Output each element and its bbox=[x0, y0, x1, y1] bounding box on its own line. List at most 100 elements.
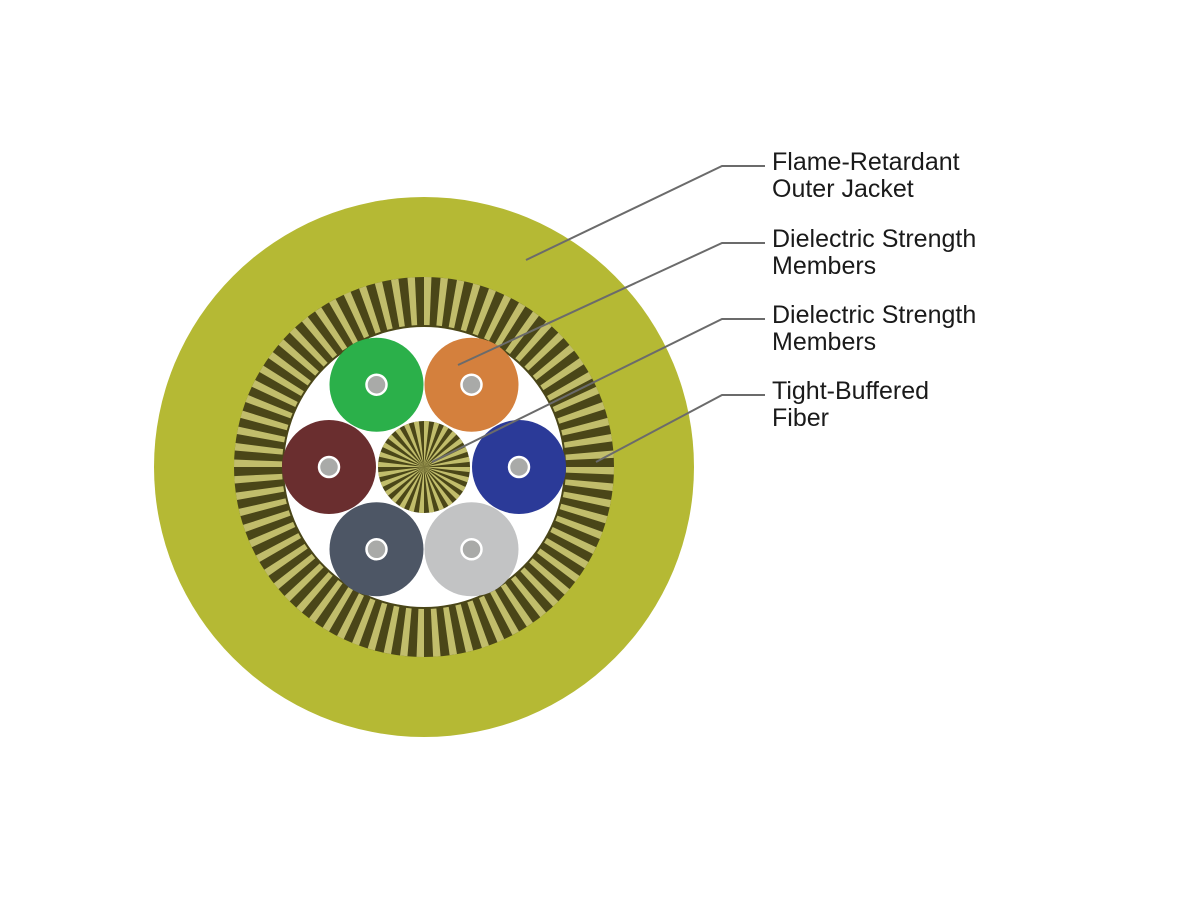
central-member-strand bbox=[424, 467, 470, 473]
strength-yarn-strand bbox=[484, 294, 511, 341]
strength-yarn-strand bbox=[367, 602, 388, 651]
strength-yarn-strand bbox=[284, 563, 324, 602]
strength-yarn-strand bbox=[278, 339, 319, 376]
central-member-strand bbox=[395, 428, 424, 467]
central-member-strand bbox=[424, 447, 468, 467]
strength-yarn-strand bbox=[562, 491, 612, 508]
strength-yarn-strand bbox=[500, 583, 533, 627]
label-strength-members-center: Dielectric Strength Members bbox=[772, 302, 976, 356]
central-member-strand bbox=[408, 467, 424, 512]
strength-yarn-strand bbox=[546, 372, 593, 401]
strength-yarn-strand bbox=[234, 443, 284, 455]
central-member-strand bbox=[388, 434, 424, 467]
slate-fiber-core bbox=[365, 538, 388, 561]
leader-line-strength-members-center bbox=[431, 318, 765, 463]
strength-yarn-strand bbox=[490, 589, 519, 636]
strength-yarn-strand bbox=[430, 608, 441, 657]
strength-yarn-strand bbox=[565, 467, 614, 475]
central-member-strand bbox=[424, 467, 466, 492]
central-member-strand bbox=[424, 467, 460, 500]
strength-yarn-strand bbox=[240, 410, 289, 431]
central-member-strand bbox=[378, 467, 424, 478]
strength-yarn-strand bbox=[455, 604, 474, 653]
central-member-strand bbox=[413, 421, 424, 467]
leader-line-outer-jacket bbox=[525, 165, 765, 261]
central-member-strand bbox=[424, 421, 430, 467]
label-tight-buffered-fiber: Tight-Buffered Fiber bbox=[772, 378, 929, 432]
label-strength-members-outer: Dielectric Strength Members bbox=[772, 226, 976, 280]
strength-yarn-strand bbox=[565, 450, 614, 461]
strength-yarn-strand bbox=[264, 543, 308, 576]
central-member-strand bbox=[424, 431, 457, 467]
orange-fiber-core bbox=[460, 373, 483, 396]
leader-line-strength-members-outer bbox=[457, 242, 765, 366]
strength-yarn-strand bbox=[472, 288, 496, 336]
strength-yarn-strand bbox=[564, 479, 614, 491]
strength-yarn-strand bbox=[255, 533, 302, 562]
strength-yarn-strand bbox=[537, 548, 580, 583]
label-tight-buffered-fiber-line2: Fiber bbox=[772, 404, 829, 432]
strength-yarn-strand bbox=[243, 510, 291, 532]
central-member-strand bbox=[380, 467, 424, 487]
strength-yarn-strand bbox=[555, 515, 603, 539]
central-member-strand bbox=[424, 438, 463, 467]
brown-fiber-core bbox=[317, 455, 341, 479]
central-member-strand bbox=[424, 425, 449, 467]
leader-lines bbox=[431, 165, 765, 463]
strength-yarn-strand bbox=[552, 386, 600, 413]
strength-yarn-strand bbox=[448, 279, 465, 329]
strength-yarn-strand bbox=[529, 558, 570, 595]
strength-yarn-strand bbox=[315, 307, 348, 351]
strength-yarn-strand bbox=[443, 606, 457, 656]
strength-yarn-strand bbox=[296, 572, 333, 613]
strength-yarn-strand bbox=[238, 498, 287, 517]
strength-yarn-strand bbox=[544, 538, 589, 569]
strength-yarn-strand bbox=[322, 587, 353, 632]
strength-yarn-strand bbox=[359, 286, 381, 334]
central-member-strand bbox=[424, 456, 470, 467]
strength-yarn-strand bbox=[391, 278, 405, 328]
strength-yarn-strand bbox=[234, 459, 283, 467]
strength-yarn-strand bbox=[505, 311, 540, 354]
central-member-strand bbox=[391, 467, 424, 503]
central-member-strand bbox=[385, 467, 424, 496]
central-member-strand bbox=[378, 461, 424, 467]
strength-yarn-strand bbox=[245, 395, 293, 419]
central-strength-member bbox=[378, 421, 470, 513]
strength-yarn-strand bbox=[416, 608, 424, 657]
strength-yarn-strand bbox=[273, 553, 316, 590]
strength-yarn-strand bbox=[374, 281, 393, 330]
central-member-strand bbox=[379, 451, 424, 467]
strength-yarn-strand bbox=[540, 358, 584, 391]
strength-yarn-strand bbox=[383, 605, 400, 655]
strength-yarn-strand bbox=[478, 595, 505, 643]
strength-yarn-strand bbox=[557, 402, 605, 424]
label-strength-members-center-line1: Dielectric Strength bbox=[772, 301, 977, 329]
central-member-strand bbox=[404, 423, 424, 467]
strength-yarn-strand bbox=[248, 521, 296, 548]
strength-yarn-strand bbox=[301, 316, 338, 359]
strength-yarn-strand bbox=[407, 277, 418, 326]
central-member-strand bbox=[424, 467, 444, 511]
strength-yarn-strand bbox=[235, 486, 285, 500]
strength-yarn-strand bbox=[308, 580, 343, 623]
strength-yarn-strand bbox=[563, 434, 613, 448]
strength-yarn-strand bbox=[236, 426, 286, 443]
strength-yarn-strand bbox=[329, 298, 358, 345]
strength-yarn-strand bbox=[561, 417, 610, 436]
central-member-strand bbox=[382, 442, 424, 467]
central-member-strand bbox=[424, 422, 440, 467]
fiber-group bbox=[282, 337, 566, 597]
central-member-strand bbox=[418, 467, 424, 513]
central-member-strand bbox=[424, 467, 469, 483]
central-member-strand bbox=[424, 467, 453, 506]
strength-yarn-strand bbox=[460, 283, 481, 332]
strength-yarn-strand bbox=[524, 332, 564, 371]
label-tight-buffered-fiber-line1: Tight-Buffered bbox=[772, 377, 930, 405]
central-member-strand bbox=[399, 467, 424, 509]
strength-yarn-strand bbox=[251, 380, 298, 407]
strength-yarn-strand bbox=[234, 473, 283, 484]
strength-yarn-strand bbox=[268, 351, 311, 386]
green-fiber-core bbox=[365, 373, 388, 396]
strength-yarn-strand bbox=[259, 365, 304, 396]
